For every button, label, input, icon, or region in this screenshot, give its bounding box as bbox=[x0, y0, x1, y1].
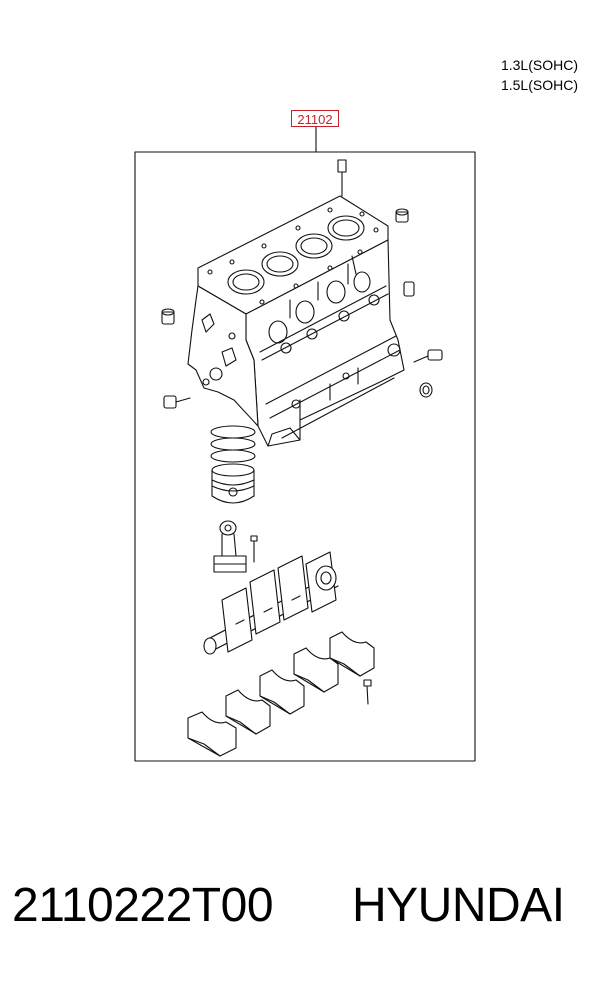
main-bearing-cap-5 bbox=[329, 631, 375, 677]
crankshaft bbox=[203, 551, 339, 655]
rod-bolt bbox=[250, 535, 258, 563]
plug-top-right bbox=[395, 208, 409, 223]
main-bearing-cap-1 bbox=[187, 711, 237, 757]
bolt-left bbox=[163, 395, 191, 409]
engine-block bbox=[187, 195, 405, 447]
brand-caption: HYUNDAI bbox=[352, 879, 565, 932]
connecting-rod bbox=[213, 520, 247, 573]
seal-ring bbox=[419, 382, 433, 398]
plug-lower-right bbox=[413, 349, 443, 363]
part-number-caption: 2110222T00 bbox=[12, 879, 274, 932]
main-bearing-cap-4 bbox=[293, 647, 339, 693]
plug-left bbox=[161, 308, 175, 325]
cap-bolt bbox=[363, 679, 372, 705]
engine-spec-1: 1.3L(SOHC) bbox=[500, 57, 578, 73]
piston-with-rings bbox=[210, 425, 256, 504]
engine-spec-2: 1.5L(SOHC) bbox=[500, 77, 578, 93]
dowel-pin-top bbox=[337, 159, 347, 197]
main-bearing-cap-2 bbox=[225, 689, 271, 735]
part-callout-label: 21102 bbox=[291, 110, 339, 127]
main-bearing-cap-3 bbox=[259, 669, 305, 715]
assembly-frame bbox=[134, 151, 476, 762]
plug-right bbox=[403, 281, 415, 297]
